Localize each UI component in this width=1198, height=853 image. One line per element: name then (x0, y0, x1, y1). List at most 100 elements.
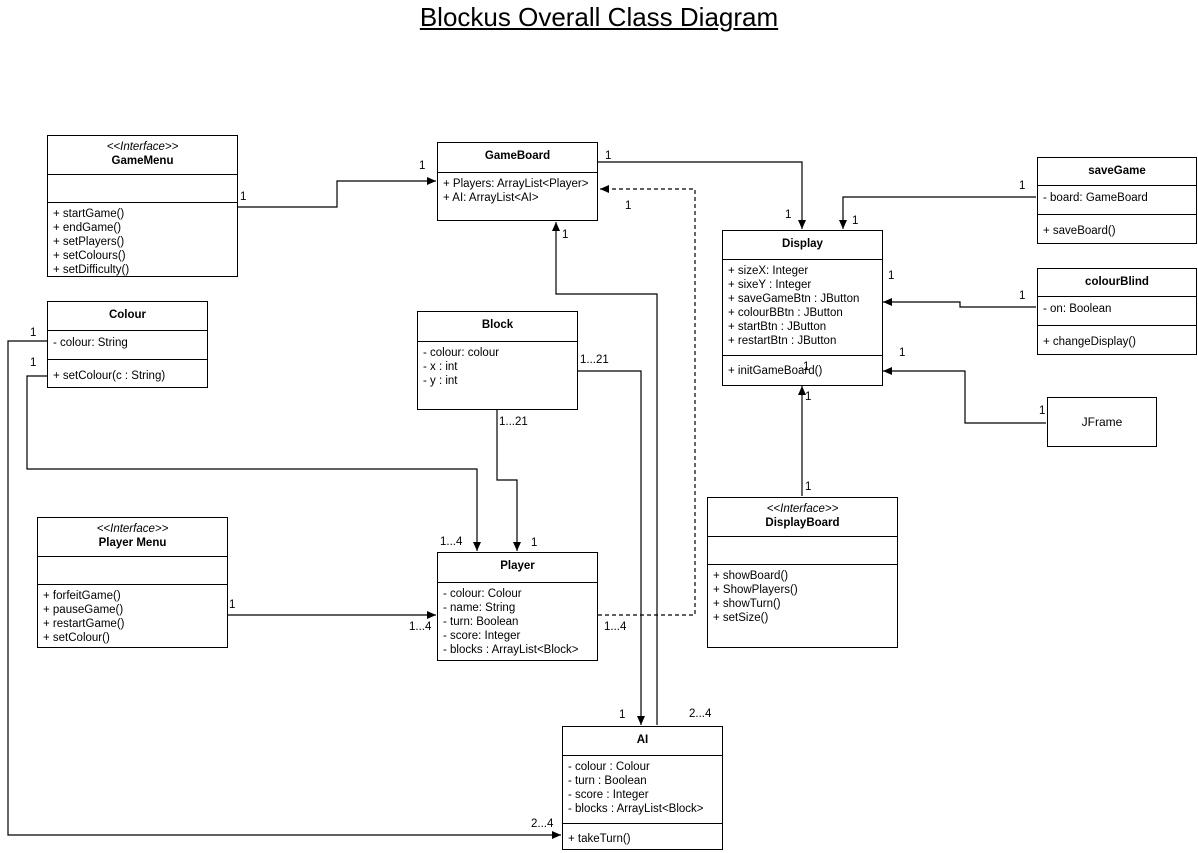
class-name: GameBoard (484, 150, 551, 162)
attribute: - turn: Boolean (443, 616, 519, 628)
edge-block-ai (578, 370, 645, 725)
multiplicity-label: 1 (805, 391, 812, 403)
multiplicity-label: 2...4 (689, 708, 712, 720)
multiplicity-label: 1 (229, 599, 236, 611)
attributes (708, 537, 897, 565)
class-name: Colour (108, 309, 147, 321)
class-displayboard[interactable]: <<Interface>>DisplayBoard + showBoard() … (707, 497, 898, 648)
methods: + showBoard() + ShowPlayers() + showTurn… (708, 565, 897, 629)
multiplicity-label: 1 (531, 537, 538, 549)
multiplicity-label: 1 (619, 709, 626, 721)
class-name: colourBlind (1085, 276, 1149, 288)
stereotype: <<Interface>> (96, 523, 169, 535)
class-gameboard[interactable]: GameBoard + Players: ArrayList<Player> +… (437, 142, 598, 221)
attributes: + sizeX: Integer + sixeY : Integer + sav… (723, 260, 882, 356)
method: + setColour(c : String) (53, 370, 166, 382)
multiplicity-label: 1...21 (580, 354, 609, 366)
class-playermenu[interactable]: <<Interface>> Player Menu + forfeitGame()… (37, 517, 228, 648)
multiplicity-label: 1 (562, 229, 569, 241)
method: + forfeitGame() (43, 590, 121, 602)
method: + setColours() (53, 250, 126, 262)
attribute: + sizeX: Integer (728, 265, 809, 277)
edge-ai-gameboard (552, 222, 658, 725)
attribute: - colour: colour (423, 347, 500, 359)
multiplicity-label: 1 (1019, 180, 1026, 192)
edge-block-player (496, 410, 521, 551)
method: + setColour() (43, 632, 110, 644)
multiplicity-label: 1 (805, 481, 812, 493)
multiplicity-label: 1 (30, 357, 37, 369)
attribute: + Players: ArrayList<Player> (443, 178, 589, 190)
attribute: - blocks : ArrayList<Block> (568, 803, 704, 815)
multiplicity-label: 1 (625, 200, 632, 212)
multiplicity-label: 1 (852, 215, 859, 227)
class-savegame[interactable]: saveGame - board: GameBoard + saveBoard(… (1037, 157, 1197, 244)
edge-savegame-display (839, 196, 1036, 229)
method: + initGameBoard() (728, 365, 823, 377)
multiplicity-label: 1 (240, 191, 247, 203)
multiplicity-label: 1 (30, 327, 37, 339)
method: + showTurn() (713, 598, 781, 610)
attribute: - on: Boolean (1043, 303, 1112, 315)
attribute: - turn : Boolean (568, 775, 647, 787)
multiplicity-label: 2...4 (531, 818, 554, 830)
class-block[interactable]: Block - colour: colour - x : int - y : i… (417, 311, 578, 410)
class-name: Player Menu (98, 537, 167, 549)
attributes: - colour: String (48, 331, 207, 360)
attribute: - name: String (443, 602, 516, 614)
multiplicity-label: 1 (605, 150, 612, 162)
methods: + startGame() + endGame() + setPlayers()… (48, 203, 237, 281)
methods: + saveBoard() (1038, 215, 1196, 242)
attributes (38, 557, 227, 585)
edge-colourblind-display (883, 298, 1036, 308)
attribute: + AI: ArrayList<AI> (443, 192, 539, 204)
method: + takeTurn() (568, 833, 631, 845)
attribute: - colour: Colour (443, 588, 522, 600)
multiplicity-label: 1...4 (409, 621, 432, 633)
class-name: saveGame (1088, 165, 1146, 177)
class-name: Player (500, 560, 535, 572)
multiplicity-label: 1...4 (440, 536, 463, 548)
methods: + changeDisplay() (1038, 326, 1196, 353)
class-display[interactable]: Display + sizeX: Integer + sixeY : Integ… (722, 230, 883, 386)
attributes: - colour: colour - x : int - y : int (418, 342, 577, 406)
class-colour[interactable]: Colour - colour: String + setColour(c : … (47, 301, 208, 388)
multiplicity-label: 1 (888, 270, 895, 282)
method: + saveBoard() (1043, 225, 1116, 237)
class-jframe[interactable]: JFrame (1047, 397, 1157, 447)
method: + setPlayers() (53, 236, 125, 248)
multiplicity-label: 1 (803, 361, 810, 373)
method: + startGame() (53, 208, 125, 220)
edge-jframe-display (883, 367, 1046, 424)
class-gamemenu[interactable]: <<Interface>>GameMenu + startGame() + en… (47, 135, 238, 277)
attribute: + restartBtn : JButton (728, 335, 837, 347)
attribute: - y : int (423, 375, 458, 387)
multiplicity-label: 1 (899, 347, 906, 359)
edge-gamemenu-gameboard (238, 177, 436, 208)
attribute: + saveGameBtn : JButton (728, 293, 860, 305)
edge-colour-player (26, 375, 481, 551)
attribute: - score : Integer (568, 789, 649, 801)
attributes: - colour : Colour - turn : Boolean - sco… (563, 756, 722, 824)
method: + showBoard() (713, 570, 789, 582)
method: + setSize() (713, 612, 769, 624)
methods: + forfeitGame() + pauseGame() + restartG… (38, 585, 227, 649)
methods: + initGameBoard() (723, 356, 882, 382)
methods: + setColour(c : String) (48, 360, 207, 387)
attributes (48, 175, 237, 203)
attributes: - on: Boolean (1038, 297, 1196, 326)
edge-player-gameboard-dashed (598, 185, 696, 616)
methods: + takeTurn() (563, 824, 722, 850)
multiplicity-label: 1...21 (499, 416, 528, 428)
attribute: - colour : Colour (568, 761, 650, 773)
class-colourblind[interactable]: colourBlind - on: Boolean + changeDispla… (1037, 268, 1197, 355)
class-player[interactable]: Player - colour: Colour - name: String -… (437, 552, 598, 661)
attribute: + colourBBtn : JButton (728, 307, 843, 319)
class-name: AI (636, 734, 649, 746)
stereotype: <<Interface>> (766, 503, 839, 515)
stereotype: <<Interface>> (106, 141, 179, 153)
attribute: - score: Integer (443, 630, 521, 642)
edge-colour-ai (7, 340, 561, 839)
class-ai[interactable]: AI - colour : Colour - turn : Boolean - … (562, 726, 723, 850)
